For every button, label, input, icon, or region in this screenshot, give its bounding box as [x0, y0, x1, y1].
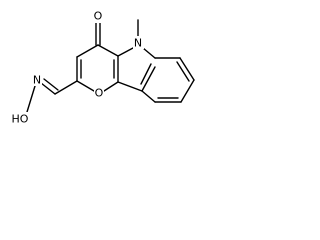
ring-nitrogen-label: N	[134, 37, 142, 50]
oxime-hydroxyl-label: HO	[12, 113, 29, 126]
bond-n-o	[26, 85, 36, 113]
bond-c9a-c5a	[141, 66, 156, 92]
bond-c6-c7	[179, 57, 195, 81]
bonds	[26, 19, 195, 113]
chemical-structure: O N O N HO	[10, 10, 195, 126]
bond-c7-c8	[180, 79, 195, 103]
bond-ch-n-double	[43, 78, 59, 91]
bond-c6-c7-double	[176, 61, 190, 82]
ring-oxygen-label: O	[95, 87, 104, 100]
bond-c5a-c9a-double	[140, 63, 152, 85]
bond-c2-ch	[54, 80, 78, 95]
bond-ch-n	[40, 82, 56, 95]
bond-c4a-n5	[117, 47, 134, 57]
bond-n5-c5a	[142, 47, 156, 59]
bond-o1-c9b	[103, 81, 119, 92]
bond-c2-o1	[76, 80, 95, 92]
carbonyl-oxygen-label: O	[94, 10, 103, 23]
bond-c4-c3	[76, 44, 99, 58]
bond-c9-c9a	[141, 90, 156, 103]
bond-c9b-c9a	[117, 81, 143, 92]
bond-c4-c4a	[97, 44, 119, 57]
atom-labels: O N O N HO	[10, 10, 144, 126]
oxime-nitrogen-label: N	[33, 74, 41, 87]
